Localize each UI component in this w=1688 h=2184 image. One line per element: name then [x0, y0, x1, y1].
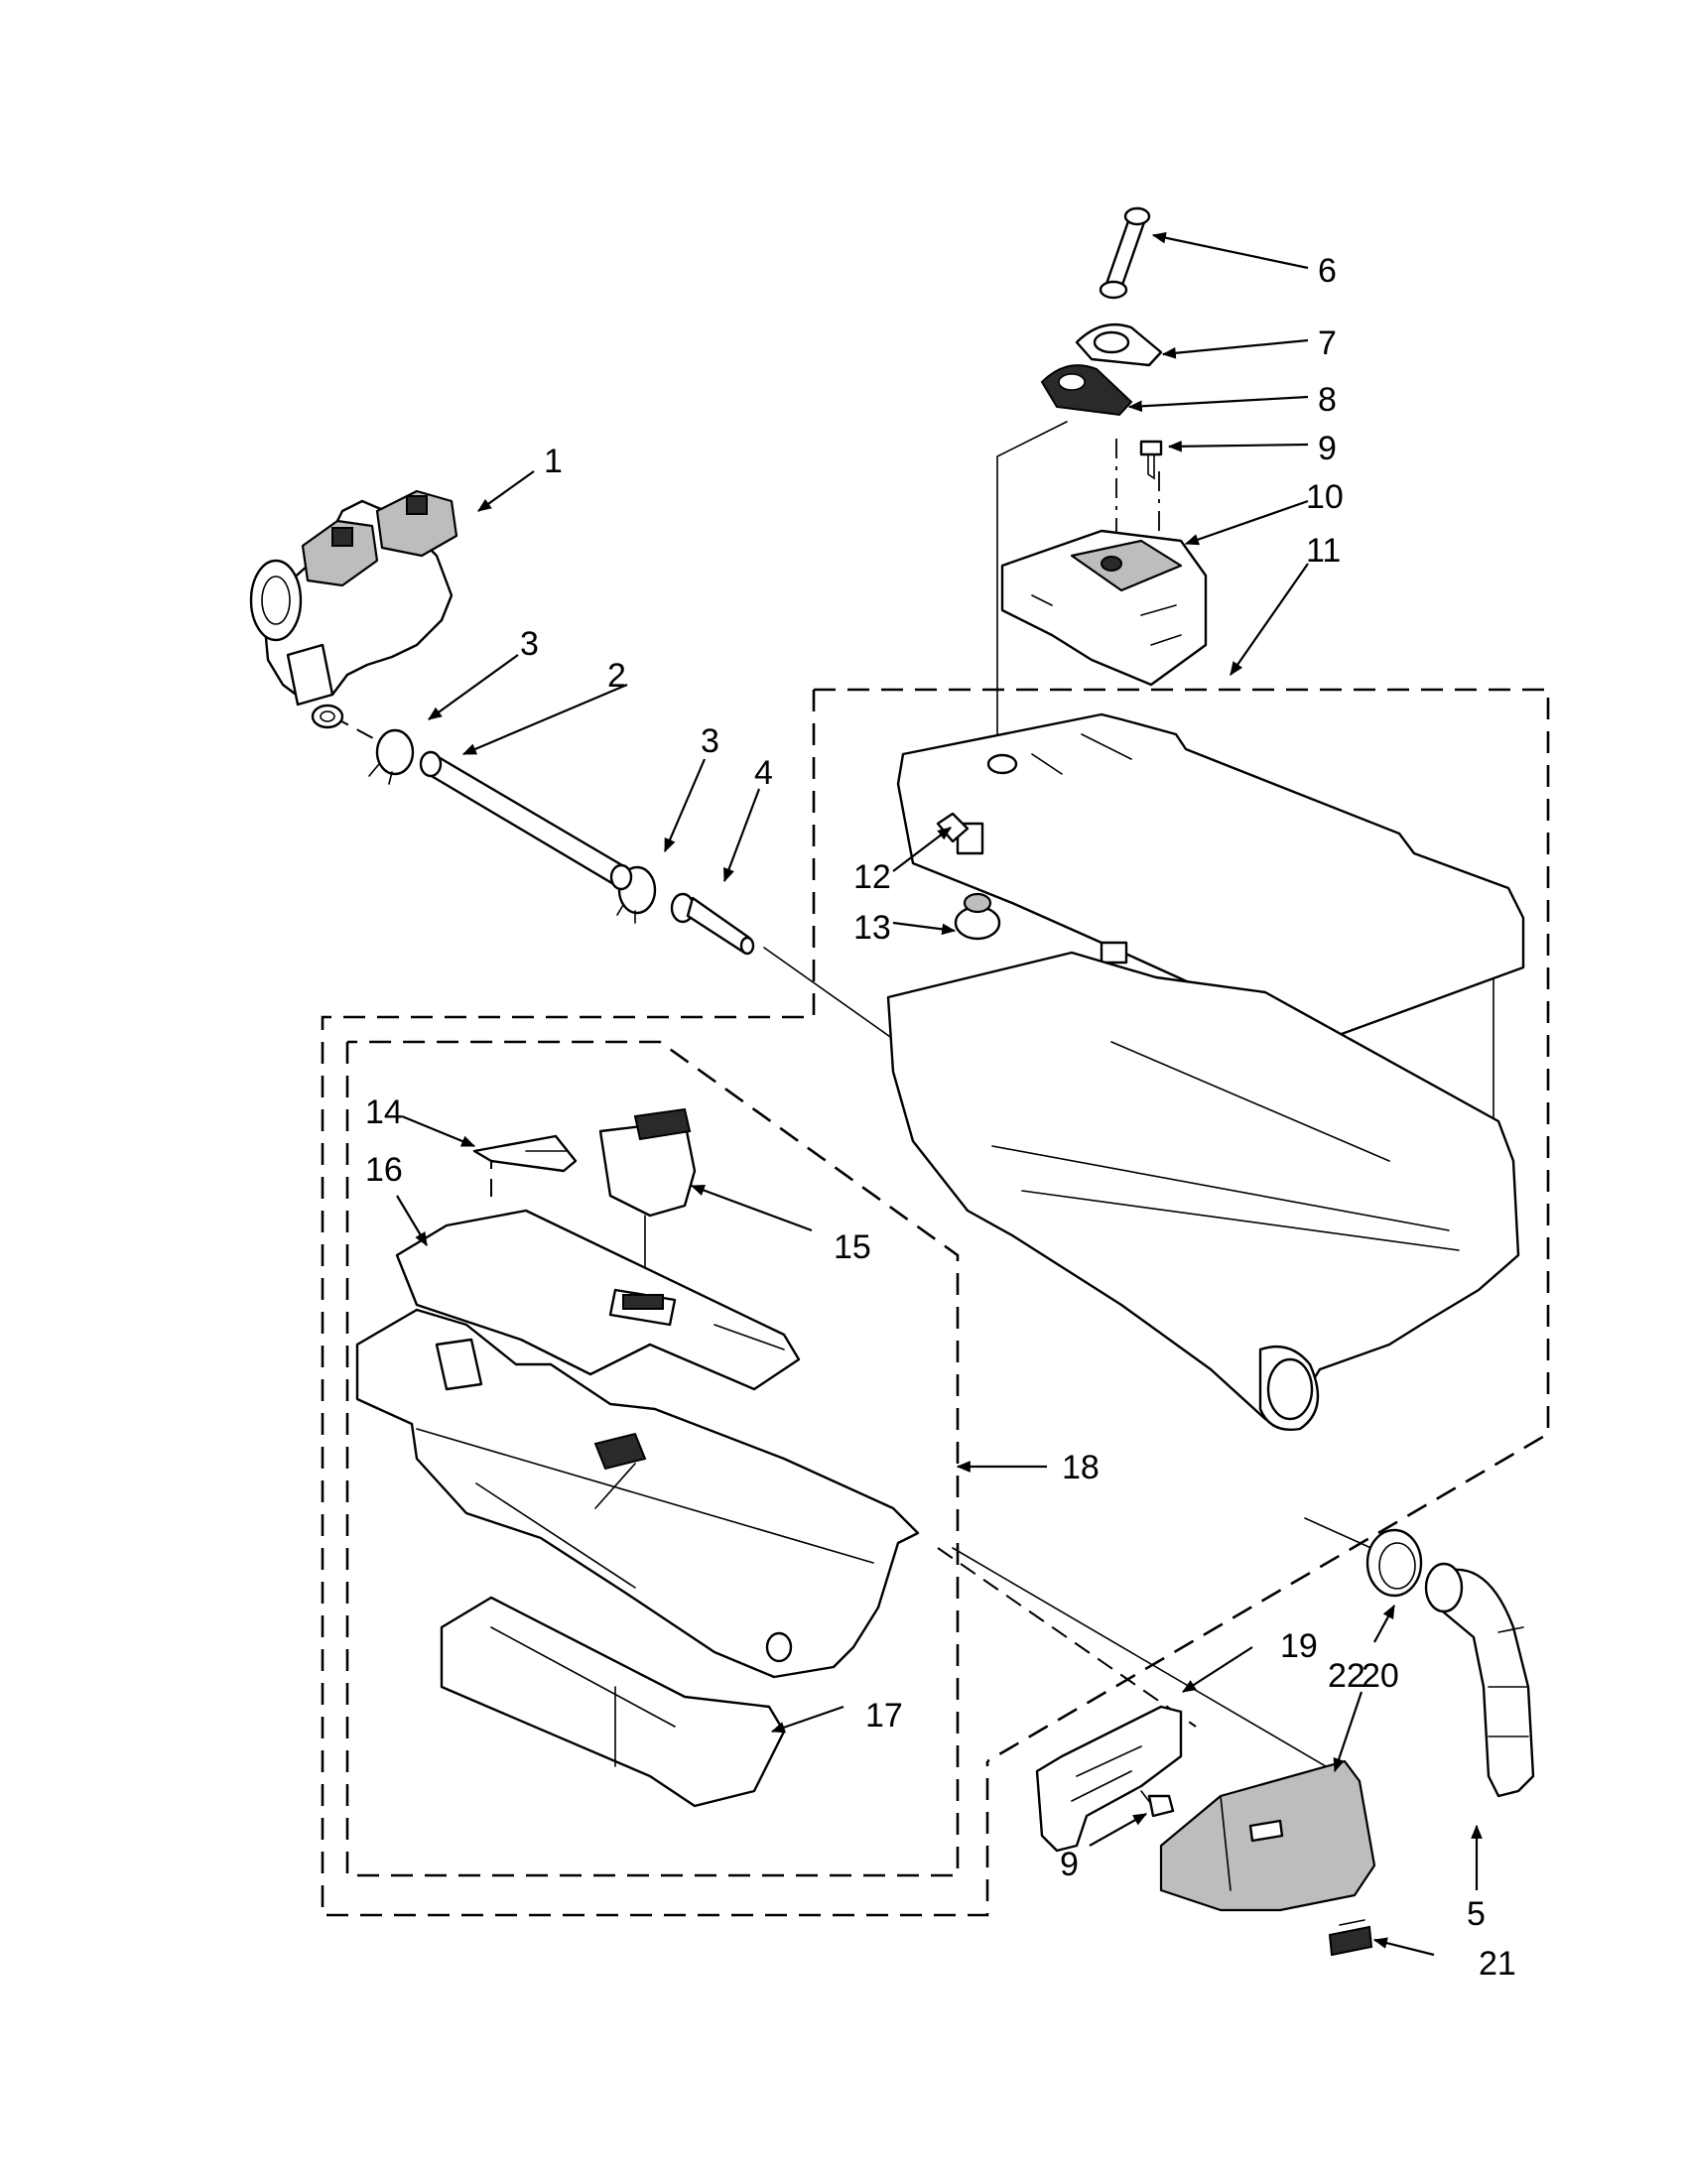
part-10-actuator-motor: [1000, 529, 1208, 687]
callout-19: 19: [1280, 1627, 1318, 1665]
callout-9-bottom: 9: [1060, 1846, 1079, 1883]
part-22-seal-ring: [1365, 1528, 1423, 1598]
leader-lines: [396, 231, 1483, 1957]
callout-12: 12: [853, 858, 891, 896]
part-13-valve-knob: [954, 892, 1001, 941]
part-5-drain-hose: [1424, 1562, 1535, 1798]
boundary-outer: [321, 690, 989, 1917]
callout-10: 10: [1306, 478, 1344, 516]
callout-20: 20: [1362, 1657, 1399, 1695]
part-3-hose-clamps: [368, 728, 657, 924]
part-6-link-arm: [1099, 206, 1151, 300]
callout-11: 11: [1306, 532, 1341, 570]
callout-18: 18: [1062, 1449, 1100, 1486]
part-15-siphon-cap: [598, 1107, 697, 1218]
part-17-drawer-insert: [440, 1596, 786, 1808]
callout-4: 4: [754, 754, 773, 792]
callout-15: 15: [834, 1228, 871, 1266]
part-2-hose: [419, 750, 633, 891]
part-18-drawer-body: [355, 1308, 920, 1679]
assembly-boundaries: [321, 688, 1550, 1917]
part-21-logo-badge: [1328, 1919, 1373, 1957]
callout-22: 22: [1328, 1657, 1365, 1695]
part-9-screw-bottom: [1140, 1790, 1175, 1818]
part-11-dispenser-housing: [886, 951, 1520, 1431]
callout-6: 6: [1318, 252, 1337, 290]
callout-1: 1: [544, 443, 563, 480]
part-11-dispenser-cover: [896, 712, 1525, 1044]
callout-3-left: 3: [520, 625, 539, 663]
callout-16: 16: [365, 1151, 403, 1189]
callout-3-right: 3: [701, 722, 719, 760]
callout-13: 13: [853, 909, 891, 947]
part-20-front-panel: [1159, 1759, 1376, 1912]
callout-21: 21: [1479, 1945, 1516, 1983]
part-14-latch: [472, 1134, 578, 1173]
callout-8: 8: [1318, 381, 1337, 419]
boundary-18-drawer-assembly: [345, 1040, 960, 1877]
part-7-cam-plate: [1075, 322, 1163, 367]
callout-labels: 1 2 3 3 4 6 7 8 9 10 11 12 13 14 15 16 1…: [365, 252, 1516, 1983]
part-4-nozzle: [670, 892, 755, 956]
part-1-water-inlet-valve: [249, 489, 458, 729]
callout-2: 2: [607, 657, 626, 695]
callout-17: 17: [865, 1697, 903, 1734]
part-16-drawer-lid: [395, 1209, 801, 1391]
callout-5: 5: [1467, 1895, 1486, 1933]
part-19-bracket: [1035, 1705, 1183, 1853]
part-9-screw-top: [1139, 440, 1163, 480]
part-8-gasket: [1040, 364, 1133, 417]
boundary-11-dispenser-housing: [814, 688, 1550, 1763]
callout-9-top: 9: [1318, 430, 1337, 467]
callout-14: 14: [365, 1093, 403, 1131]
callout-7: 7: [1318, 324, 1337, 362]
